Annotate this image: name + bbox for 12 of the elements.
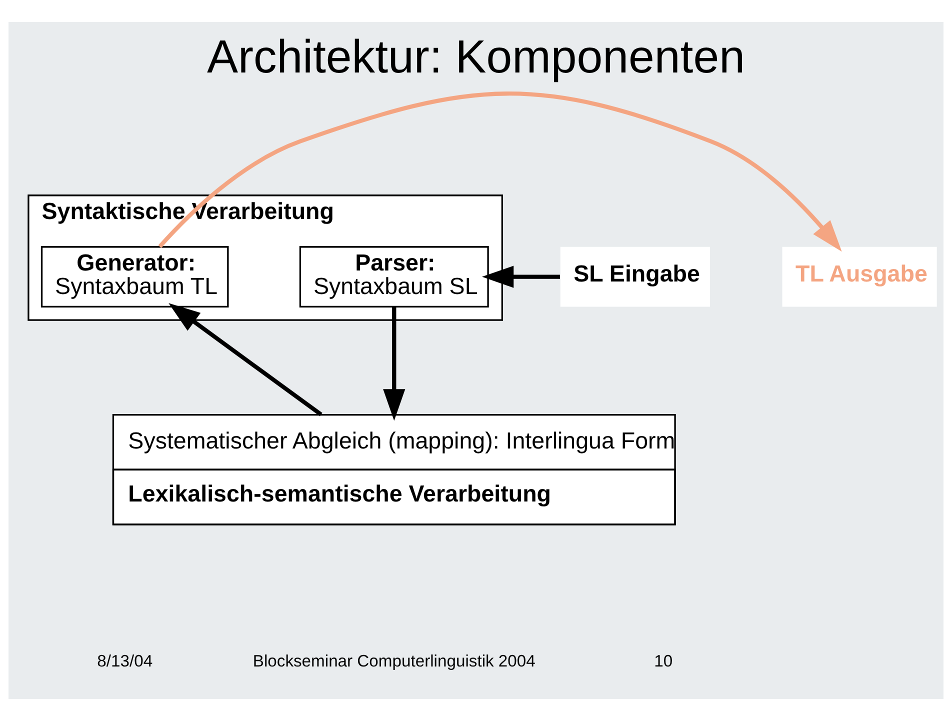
arrow (482, 265, 560, 288)
node-box: Generator: Syntaxbaum TL (40, 246, 229, 308)
node-box: SL Eingabe (560, 246, 710, 306)
label: 10 (654, 651, 673, 670)
diagram-title: Architektur: Komponenten (207, 30, 745, 82)
arrow (158, 91, 842, 252)
node-box: Parser: Syntaxbaum SL (299, 246, 489, 308)
label: 8/13/04 (97, 651, 153, 670)
label: Blockseminar Computerlinguistik 2004 (252, 651, 536, 670)
arrow (383, 306, 406, 420)
node-box: TL Ausgabe (782, 246, 937, 306)
arrow (168, 302, 322, 416)
